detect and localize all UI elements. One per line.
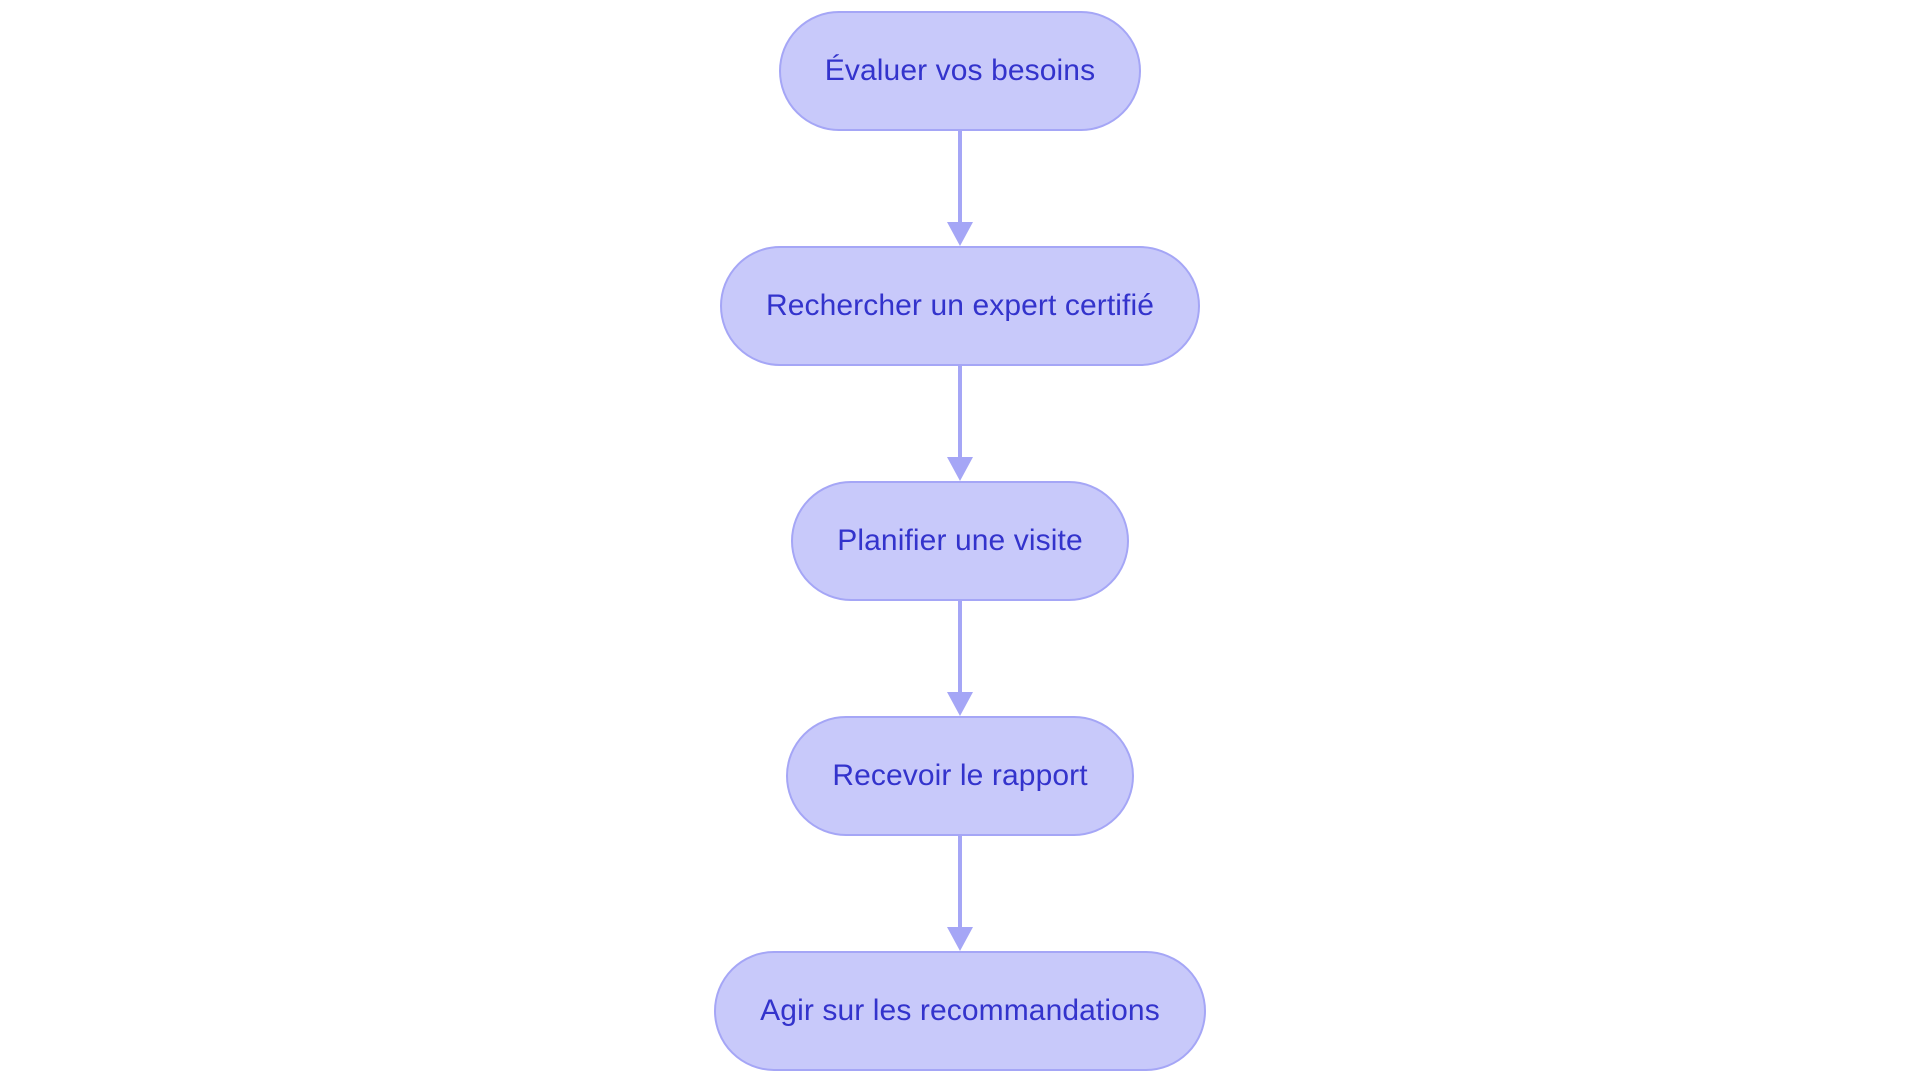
connector-line-icon: [958, 601, 962, 692]
connector-line-icon: [958, 836, 962, 927]
flowchart-node-4-label: Recevoir le rapport: [832, 759, 1088, 792]
flowchart-connector-1: [947, 131, 973, 246]
flowchart-node-2-label: Rechercher un expert certifié: [765, 289, 1155, 322]
flowchart-node-5[interactable]: Agir sur les recommandations: [714, 951, 1206, 1071]
flowchart-node-1[interactable]: Évaluer vos besoins: [778, 11, 1142, 131]
arrow-down-icon: [947, 927, 973, 951]
flowchart-connector-4: [947, 836, 973, 951]
flowchart-node-3-label: Planifier une visite: [837, 524, 1083, 557]
flowchart-node-1-label: Évaluer vos besoins: [824, 54, 1096, 87]
flowchart-connector-2: [947, 366, 973, 481]
arrow-down-icon: [947, 692, 973, 716]
flowchart-node-2[interactable]: Rechercher un expert certifié: [719, 246, 1201, 366]
flowchart-node-4[interactable]: Recevoir le rapport: [786, 716, 1134, 836]
connector-line-icon: [958, 366, 962, 457]
flowchart-node-3[interactable]: Planifier une visite: [791, 481, 1129, 601]
flowchart-connector-3: [947, 601, 973, 716]
connector-line-icon: [958, 131, 962, 222]
arrow-down-icon: [947, 457, 973, 481]
arrow-down-icon: [947, 222, 973, 246]
flowchart-node-5-label: Agir sur les recommandations: [760, 994, 1160, 1027]
